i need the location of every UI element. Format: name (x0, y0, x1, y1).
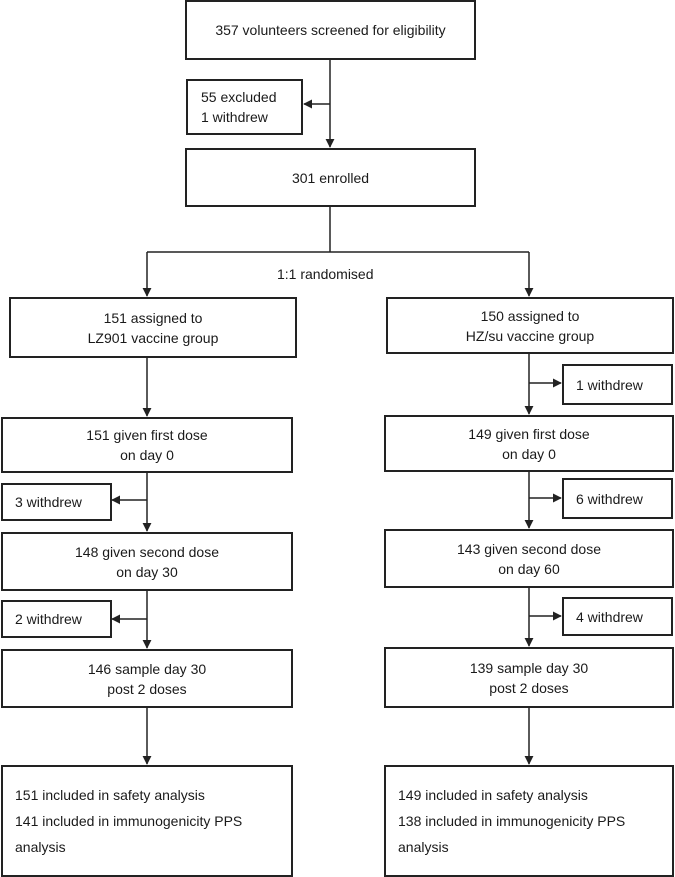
left-withdrew-first-box: 3 withdrew (1, 483, 112, 521)
right-second-dose-box: 143 given second dose on day 60 (384, 529, 674, 588)
enrolled-text: 301 enrolled (291, 169, 370, 186)
right-withdrew-first-text: 6 withdrew (576, 490, 643, 507)
left-analysis-box: 151 included in safety analysis 141 incl… (1, 765, 293, 877)
left-first-dose-line1: 151 given first dose (86, 427, 208, 443)
screening-box: 357 volunteers screened for eligibility (185, 0, 476, 60)
left-sample-line2: post 2 doses (107, 680, 187, 697)
right-withdrew-first-box: 6 withdrew (562, 478, 673, 519)
right-second-dose-line2: on day 60 (498, 560, 560, 577)
right-withdrew-second-box: 4 withdrew (562, 597, 673, 636)
left-withdrew-second-text: 2 withdrew (15, 611, 82, 627)
right-second-dose-line1: 143 given second dose (457, 540, 601, 557)
right-first-dose-line2: on day 0 (502, 445, 556, 462)
right-analysis-line3: analysis (398, 839, 449, 855)
excluded-box: 55 excluded 1 withdrew (186, 79, 303, 135)
left-analysis-line3: analysis (15, 839, 66, 855)
right-assigned-box: 150 assigned to HZ/su vaccine group (386, 297, 674, 354)
left-analysis-line1: 151 included in safety analysis (15, 787, 205, 803)
right-first-dose-box: 149 given first dose on day 0 (384, 415, 674, 472)
left-assigned-line1: 151 assigned to (103, 309, 203, 326)
right-sample-line2: post 2 doses (489, 679, 569, 696)
left-sample-line1: 146 sample day 30 (87, 660, 207, 677)
left-assigned-box: 151 assigned to LZ901 vaccine group (9, 297, 297, 358)
right-sample-line1: 139 sample day 30 (469, 659, 589, 676)
left-withdrew-second-box: 2 withdrew (1, 600, 112, 638)
left-sample-box: 146 sample day 30 post 2 doses (1, 649, 293, 708)
right-analysis-line2: 138 included in immunogenicity PPS (398, 813, 626, 829)
left-first-dose-line2: on day 0 (120, 447, 174, 463)
screening-text: 357 volunteers screened for eligibility (215, 22, 446, 38)
left-second-dose-box: 148 given second dose on day 30 (1, 532, 293, 591)
left-second-dose-line1: 148 given second dose (75, 543, 219, 560)
right-assigned-line2: HZ/su vaccine group (465, 327, 595, 344)
excluded-text: 55 excluded (201, 89, 277, 105)
right-sample-box: 139 sample day 30 post 2 doses (384, 647, 674, 708)
randomised-label: 1:1 randomised (277, 266, 374, 282)
right-analysis-line1: 149 included in safety analysis (398, 787, 588, 803)
left-assigned-line2: LZ901 vaccine group (87, 329, 219, 346)
right-analysis-box: 149 included in safety analysis 138 incl… (384, 765, 674, 877)
left-first-dose-box: 151 given first dose on day 0 (1, 417, 293, 473)
left-analysis-line2: 141 included in immunogenicity PPS (15, 813, 243, 829)
right-withdrew-second-text: 4 withdrew (576, 608, 643, 625)
left-withdrew-first-text: 3 withdrew (15, 494, 82, 510)
right-withdrew-before-first-text: 1 withdrew (576, 376, 643, 393)
enrolled-box: 301 enrolled (185, 148, 476, 207)
right-first-dose-line1: 149 given first dose (468, 425, 590, 442)
left-second-dose-line2: on day 30 (116, 563, 178, 580)
right-assigned-line1: 150 assigned to (480, 307, 580, 324)
right-withdrew-before-first-box: 1 withdrew (562, 364, 673, 405)
withdrew-text: 1 withdrew (201, 109, 268, 125)
